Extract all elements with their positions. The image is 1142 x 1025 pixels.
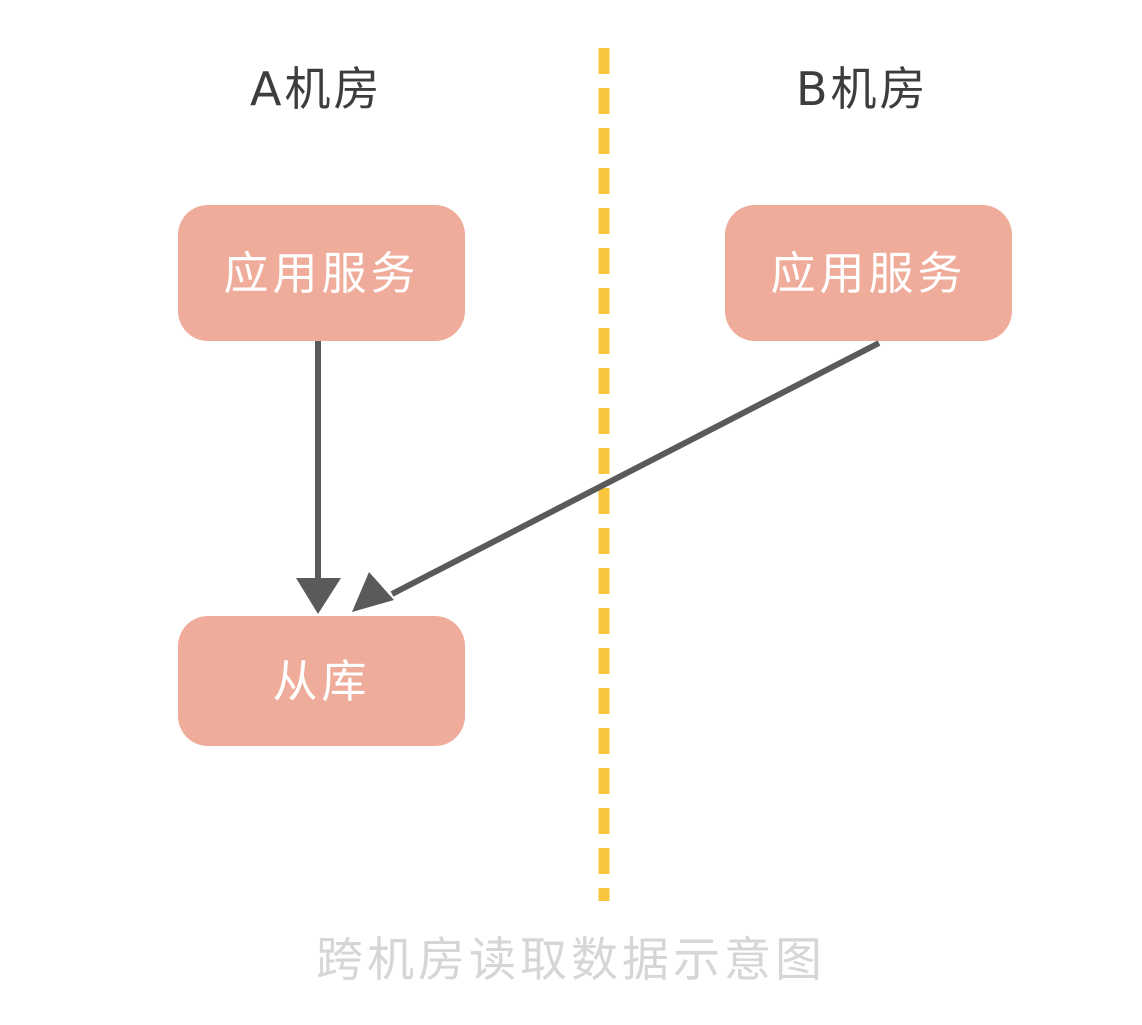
node-slave-db-a-label: 从库 [272,654,371,708]
zone-label-a: A机房 [250,62,383,116]
node-app-service-b[interactable]: 应用服务 [725,205,1012,341]
figure-caption: 跨机房读取数据示意图 [316,933,826,988]
node-app-service-b-label: 应用服务 [770,246,967,300]
edge-app-a-to-slave [296,341,341,614]
node-app-service-a[interactable]: 应用服务 [178,205,465,341]
edge-app-b-to-slave [352,340,881,612]
zone-label-b: B机房 [796,62,929,116]
node-app-service-a-label: 应用服务 [223,246,420,300]
node-slave-db-a[interactable]: 从库 [178,616,465,746]
